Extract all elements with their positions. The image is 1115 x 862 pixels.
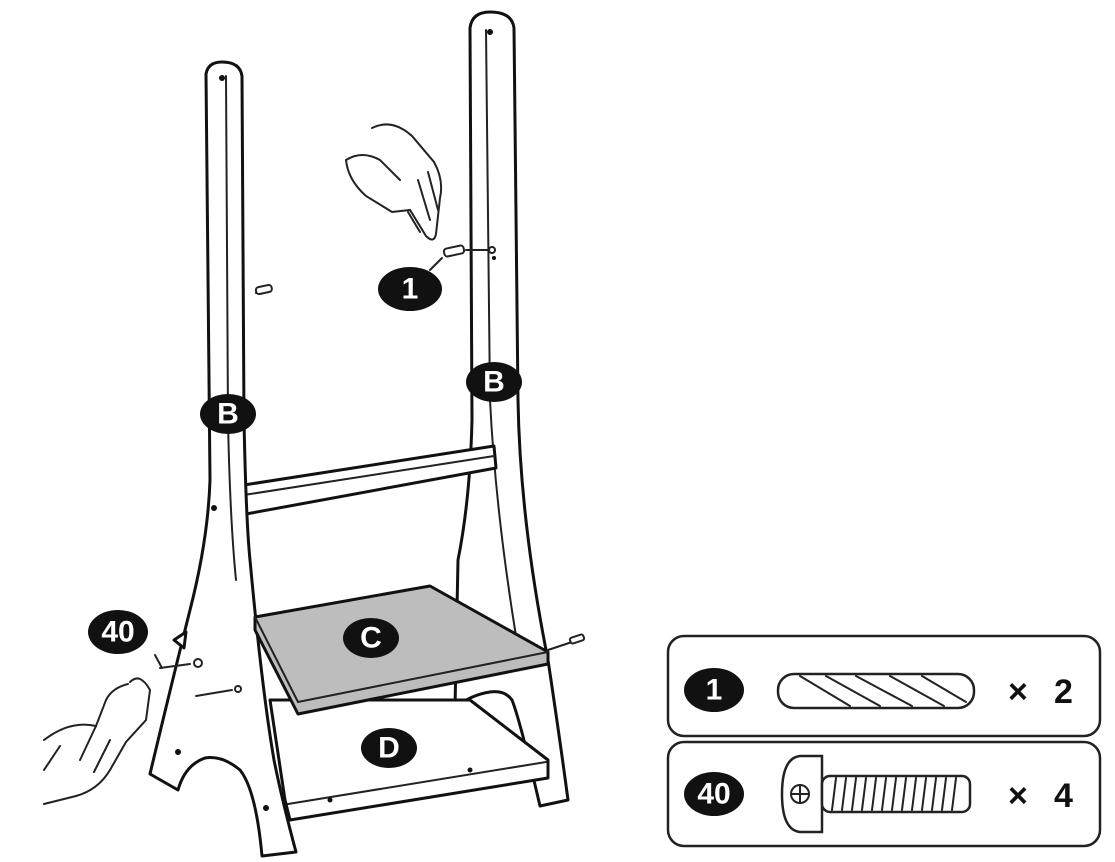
label-badge-d: D	[361, 728, 417, 768]
label-badge-c: C	[343, 618, 399, 658]
svg-text:D: D	[378, 732, 400, 765]
dowel-icon	[776, 672, 976, 710]
right-upright-panel	[453, 10, 570, 808]
svg-text:1: 1	[706, 674, 723, 707]
hardware-on-panels	[154, 244, 586, 697]
svg-text:40: 40	[697, 778, 730, 811]
svg-text:40: 40	[101, 616, 134, 649]
pointing-hand-icon	[345, 123, 443, 241]
parts-list: 1 × 2 40 × 4	[666, 634, 1102, 848]
label-badge-right-b: B	[466, 362, 522, 402]
screw-icon	[780, 754, 972, 834]
svg-text:×: ×	[1008, 777, 1028, 815]
svg-text:B: B	[217, 398, 239, 431]
pointing-hand-icon	[43, 677, 152, 805]
callout-badge-1: 1	[378, 267, 442, 311]
svg-text:×: ×	[1008, 673, 1028, 711]
label-badge-left-b: B	[200, 394, 256, 434]
svg-text:B: B	[483, 366, 505, 399]
back-rail	[242, 444, 498, 516]
svg-text:4: 4	[1054, 777, 1073, 815]
parts-row-40: 40 × 4	[684, 754, 1073, 834]
svg-text:1: 1	[402, 273, 419, 306]
svg-text:C: C	[360, 622, 382, 655]
svg-text:2: 2	[1054, 673, 1073, 711]
callout-badge-40: 40	[88, 610, 148, 654]
top-shelf-panel	[253, 584, 550, 716]
parts-row-1: 1 × 2	[684, 668, 1073, 712]
